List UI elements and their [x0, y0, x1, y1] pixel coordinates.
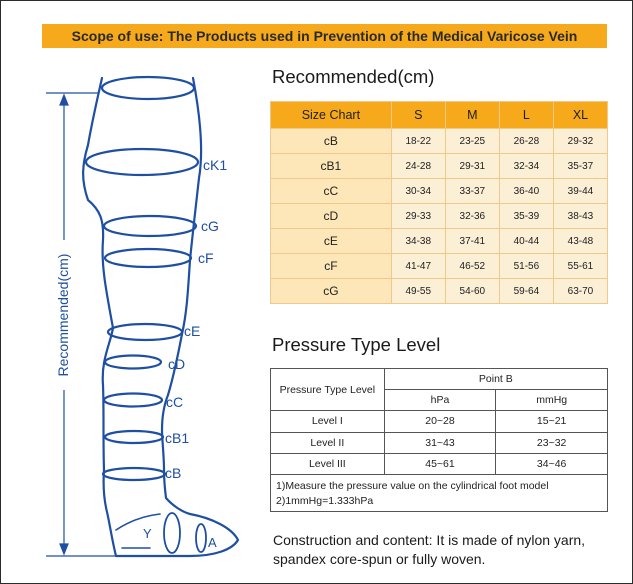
- label-cb: cB: [165, 465, 181, 481]
- row-label: cF: [270, 253, 392, 279]
- ring-a: [195, 523, 207, 553]
- table-cell: 23~32: [495, 431, 608, 454]
- header-s: S: [390, 101, 446, 129]
- table-cell: 34~46: [495, 452, 608, 476]
- pressure-unit-row: hPa mmHg: [271, 389, 608, 412]
- leg-diagram: Recommended(cm) cK1 cG cF cE cD cC cB1 c…: [46, 75, 240, 558]
- note-line: 2)1mmHg=1.333hPa: [276, 495, 374, 507]
- ring-cf: [103, 247, 193, 269]
- row-label: cG: [270, 278, 392, 304]
- table-cell: 18-22: [390, 128, 446, 154]
- table-cell: 23-25: [444, 128, 500, 154]
- pressure-notes: 1)Measure the pressure value on the cyli…: [270, 475, 608, 512]
- table-row: cG 49-55 54-60 59-64 63-70: [270, 278, 609, 304]
- row-label: cB: [270, 128, 392, 154]
- label-ck1: cK1: [203, 157, 227, 173]
- ring-cg: [102, 214, 198, 238]
- table-cell: 33-37: [444, 178, 500, 204]
- header-l: L: [498, 101, 554, 129]
- table-row: Level III 45~61 34~46: [270, 452, 608, 476]
- table-row: cD 29-33 32-36 35-39 38-43: [270, 203, 609, 229]
- pressure-heading: Pressure Type Level: [272, 334, 441, 355]
- table-cell: 29-33: [390, 203, 446, 229]
- ring-cc: [102, 392, 164, 408]
- table-cell: 30-34: [390, 178, 446, 204]
- axis-label: Recommended(cm): [55, 254, 71, 377]
- header-hpa: hPa: [383, 389, 497, 412]
- header-xl: XL: [552, 101, 609, 129]
- table-cell: 29-32: [552, 128, 609, 154]
- table-cell: 46-52: [444, 253, 500, 279]
- table-row: cB 18-22 23-25 26-28 29-32: [270, 128, 609, 154]
- table-cell: 36-40: [498, 178, 554, 204]
- table-cell: 55-61: [552, 253, 609, 279]
- table-row: cF 41-47 46-52 51-56 55-61: [270, 253, 609, 279]
- table-cell: 54-60: [444, 278, 500, 304]
- table-cell: 59-64: [498, 278, 554, 304]
- table-row: cC 30-34 33-37 36-40 39-44: [270, 178, 609, 204]
- table-row: Level I 20~28 15~21: [270, 410, 608, 433]
- header-mmhg: mmHg: [495, 389, 608, 412]
- ring-cd: [103, 354, 163, 370]
- table-row: cB1 24-28 29-31 32-34 35-37: [270, 153, 609, 179]
- table-cell: 26-28: [498, 128, 554, 154]
- ring-cb1: [103, 429, 165, 445]
- label-cc: cC: [166, 394, 183, 410]
- table-cell: 49-55: [390, 278, 446, 304]
- table-row: Level II 31~43 23~32: [270, 431, 608, 454]
- label-cd: cD: [168, 356, 185, 372]
- size-chart-table: Size Chart S M L XL cB 18-22 23-25 26-28…: [270, 101, 609, 304]
- row-label: cD: [270, 203, 392, 229]
- table-cell: 32-34: [498, 153, 554, 179]
- row-label: cC: [270, 178, 392, 204]
- header-pressure-type-level: Pressure Type Level: [270, 367, 385, 412]
- ring-ce: [106, 322, 184, 342]
- note-line: 1)Measure the pressure value on the cyli…: [276, 480, 549, 492]
- label-a: A: [208, 535, 217, 550]
- table-cell: 37-41: [444, 228, 500, 254]
- table-cell: 24-28: [390, 153, 446, 179]
- pressure-header-row: Pressure Type Level Point B: [270, 367, 609, 412]
- table-cell: 63-70: [552, 278, 609, 304]
- table-cell: 29-31: [444, 153, 500, 179]
- construction-text: Construction and content: It is made of …: [273, 532, 586, 567]
- label-ce: cE: [184, 323, 200, 339]
- table-cell: 31~43: [383, 431, 497, 454]
- row-label: cB1: [270, 153, 392, 179]
- table-cell: 35-39: [498, 203, 554, 229]
- table-cell: 39-44: [552, 178, 609, 204]
- table-cell: 40-44: [498, 228, 554, 254]
- header-m: M: [444, 101, 500, 129]
- ring-ck1: [84, 147, 200, 177]
- header-size-chart: Size Chart: [270, 101, 392, 129]
- level-label: Level III: [270, 452, 385, 476]
- label-cb1: cB1: [165, 430, 189, 446]
- table-cell: 34-38: [390, 228, 446, 254]
- table-row: cE 34-38 37-41 40-44 43-48: [270, 228, 609, 254]
- table-cell: 20~28: [383, 410, 497, 433]
- table-cell: 43-48: [552, 228, 609, 254]
- row-label: cE: [270, 228, 392, 254]
- level-label: Level I: [270, 410, 385, 433]
- table-cell: 15~21: [495, 410, 608, 433]
- pressure-table: Pressure Type Level Point B hPa mmHg Lev…: [270, 367, 609, 476]
- table-cell: 45~61: [383, 452, 497, 476]
- label-cf: cF: [198, 250, 214, 266]
- ring-top: [100, 75, 196, 101]
- ring-y: [163, 512, 181, 554]
- recommended-heading: Recommended(cm): [272, 66, 435, 87]
- label-y: Y: [143, 526, 152, 541]
- size-chart-header-row: Size Chart S M L XL: [270, 101, 609, 129]
- scope-banner: Scope of use: The Products used in Preve…: [42, 24, 607, 48]
- table-cell: 51-56: [498, 253, 554, 279]
- header-point-b: Point B: [383, 367, 609, 391]
- ring-cb: [101, 466, 167, 482]
- label-cg: cG: [201, 218, 219, 234]
- table-cell: 38-43: [552, 203, 609, 229]
- table-cell: 35-37: [552, 153, 609, 179]
- table-cell: 32-36: [444, 203, 500, 229]
- table-cell: 41-47: [390, 253, 446, 279]
- level-label: Level II: [270, 431, 385, 454]
